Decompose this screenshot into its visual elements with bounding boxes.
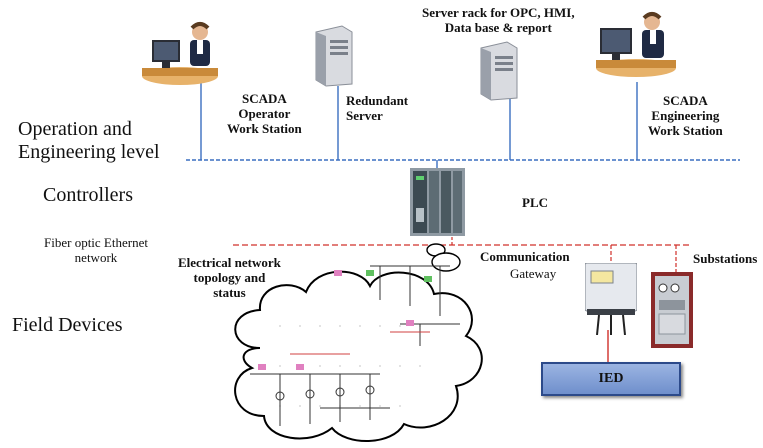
ied-box: IED — [541, 362, 681, 396]
communication-gateway-icon — [585, 263, 637, 335]
redundant-server-label: Redundant Server — [346, 93, 409, 123]
rack-server-icon — [480, 41, 518, 101]
substation-cabinet-icon — [651, 272, 693, 348]
gateway-label: Gateway — [510, 266, 557, 281]
plc-label: PLC — [522, 195, 548, 210]
field-devices-level-label: Field Devices — [12, 314, 123, 336]
redundant-server-icon — [315, 25, 353, 87]
scada-operator-label: SCADA Operator Work Station — [227, 91, 302, 136]
server-rack-label: Server rack for OPC, HMI, Data base & re… — [422, 5, 575, 35]
operator-workstation-icon — [142, 22, 218, 85]
ied-label: IED — [598, 371, 624, 386]
substations-label: Substations — [693, 251, 758, 266]
engineering-workstation-icon — [596, 12, 676, 77]
controllers-level-label: Controllers — [43, 184, 133, 206]
network-topology-cloud — [234, 243, 483, 442]
plc-rack-icon — [410, 168, 465, 236]
fiber-network-label: Fiber optic Ethernet network — [44, 235, 148, 265]
operation-level-label: Operation and Engineering level — [18, 118, 160, 163]
electrical-network-label: Electrical network topology and status — [178, 255, 281, 300]
communication-label: Communication — [480, 249, 570, 264]
scada-engineering-label: SCADA Engineering Work Station — [648, 93, 723, 138]
